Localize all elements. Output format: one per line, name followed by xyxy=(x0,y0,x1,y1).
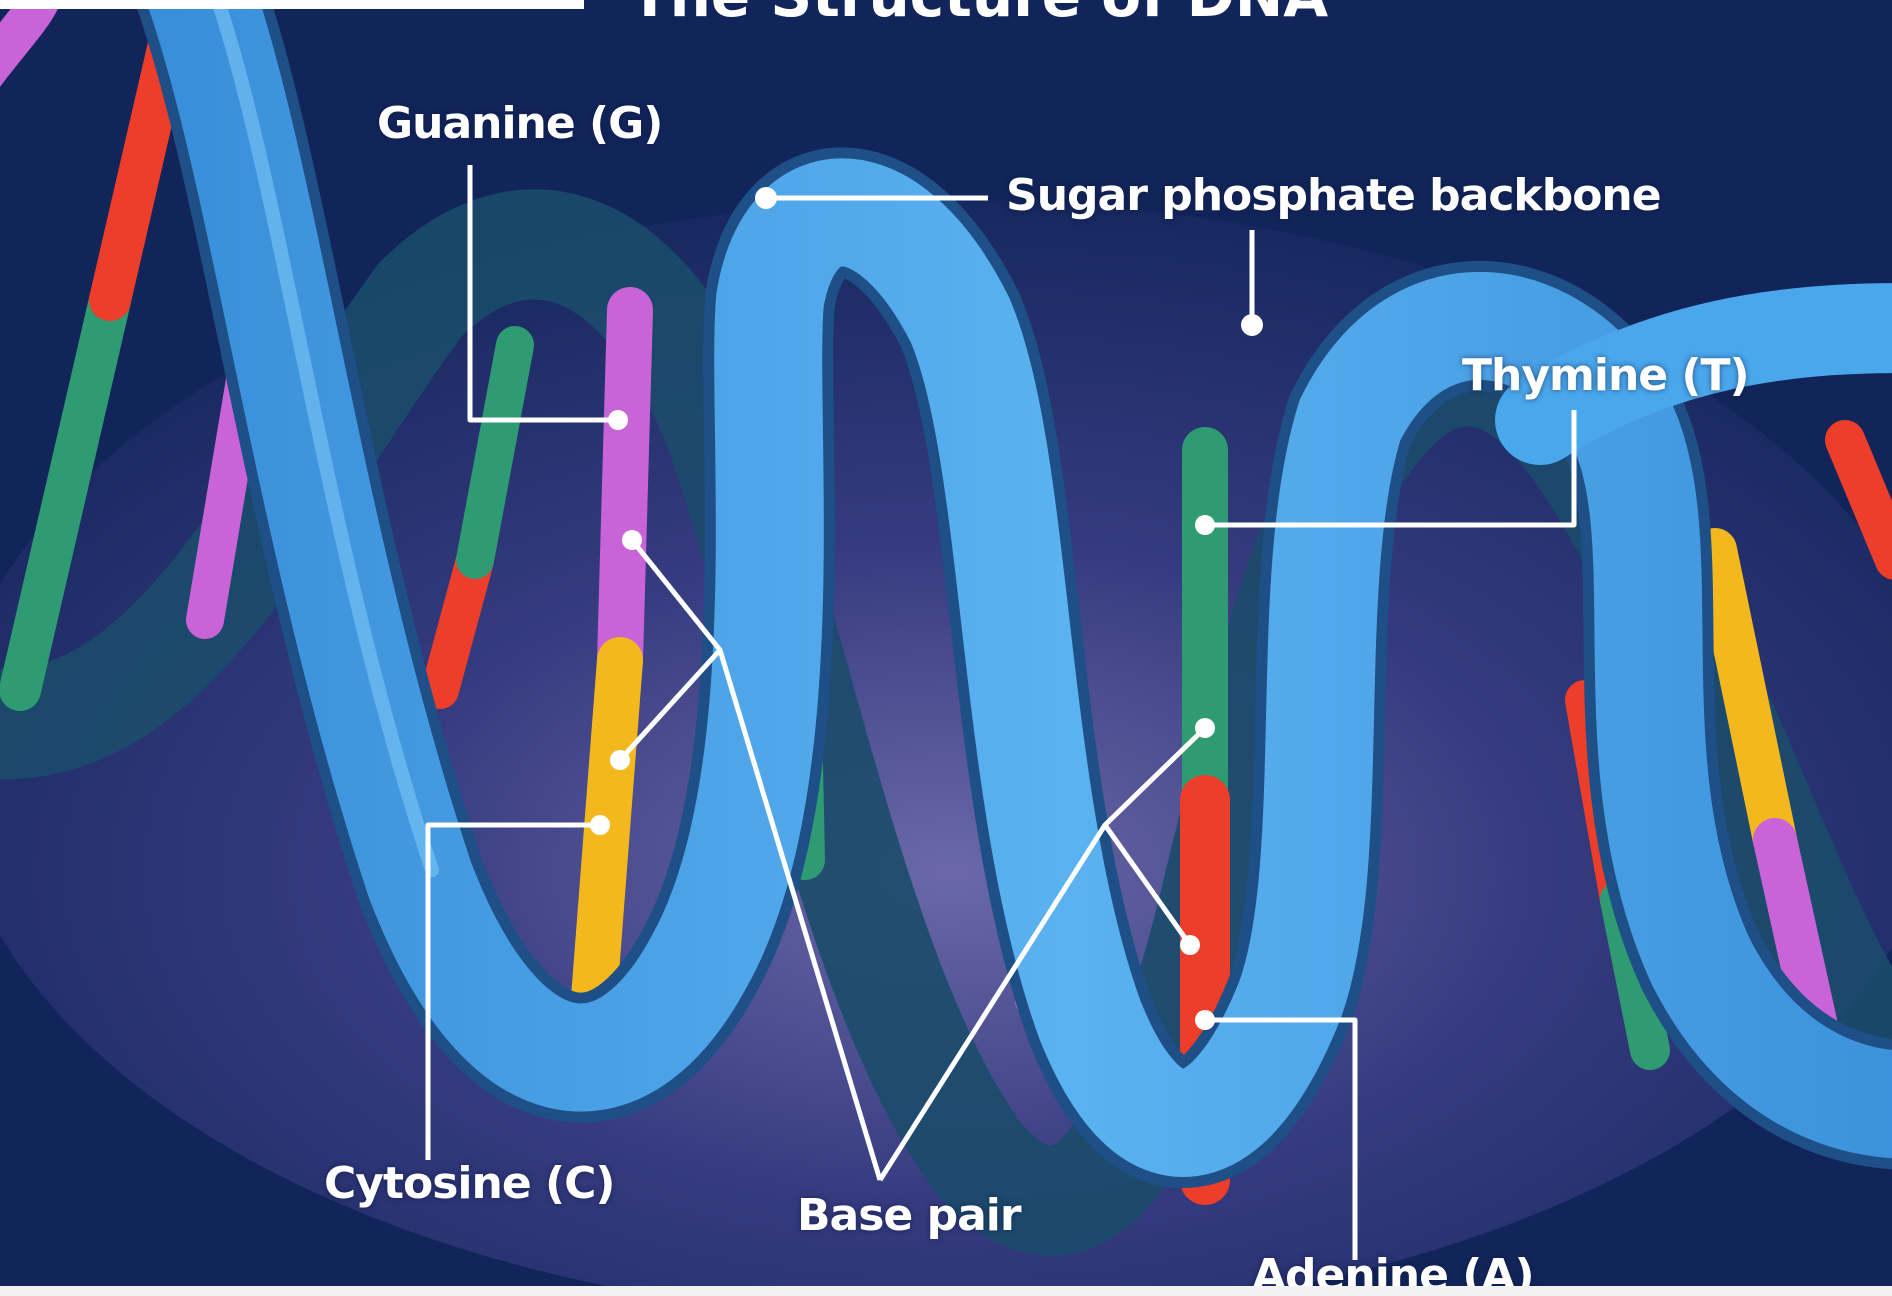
title-bar-fragment xyxy=(0,0,584,9)
label-base-pair: Base pair xyxy=(797,1190,1021,1241)
bottom-edge xyxy=(0,1286,1892,1296)
basepair-dot-1 xyxy=(622,530,642,550)
diagram-title: The Structure of DNA xyxy=(630,0,1328,30)
label-cytosine: Cytosine (C) xyxy=(324,1158,615,1209)
backbone-dot-1 xyxy=(755,187,777,209)
adenine-dot xyxy=(1195,1010,1215,1030)
label-backbone: Sugar phosphate backbone xyxy=(1006,170,1661,221)
basepair-dot-2 xyxy=(610,750,630,770)
basepair-dot-3 xyxy=(1195,718,1215,738)
rung-guanine xyxy=(620,310,630,660)
label-thymine: Thymine (T) xyxy=(1462,350,1749,401)
basepair-dot-4 xyxy=(1180,935,1200,955)
cytosine-dot xyxy=(590,815,610,835)
label-guanine: Guanine (G) xyxy=(377,98,662,149)
backbone-dot-2 xyxy=(1241,314,1263,336)
thymine-dot xyxy=(1195,515,1215,535)
guanine-dot xyxy=(608,410,628,430)
